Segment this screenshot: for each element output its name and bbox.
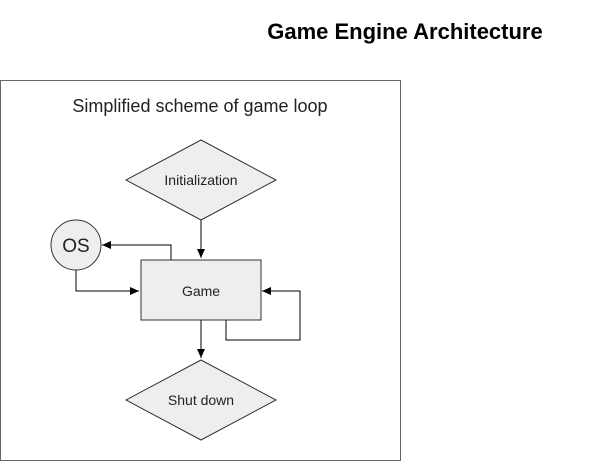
game-box — [140, 259, 262, 321]
shutdown-node: Shut down — [124, 359, 278, 441]
initialization-node: Initialization — [124, 139, 278, 221]
edge-os-to-game — [75, 270, 139, 295]
os-circle — [50, 219, 102, 271]
game-node: Game — [140, 259, 262, 321]
shutdown-diamond — [124, 359, 278, 441]
os-node: OS — [50, 219, 102, 271]
game-label: Game — [182, 283, 220, 299]
edge-game-self-loop — [225, 287, 301, 341]
container-label: Simplified scheme of game loop — [72, 96, 327, 116]
shutdown-label: Shut down — [168, 392, 234, 408]
edge-game-to-os — [102, 241, 172, 260]
os-label: OS — [62, 236, 89, 257]
initialization-diamond — [124, 139, 278, 221]
page-title: Game Engine Architecture — [267, 19, 543, 44]
initialization-label: Initialization — [164, 172, 237, 188]
